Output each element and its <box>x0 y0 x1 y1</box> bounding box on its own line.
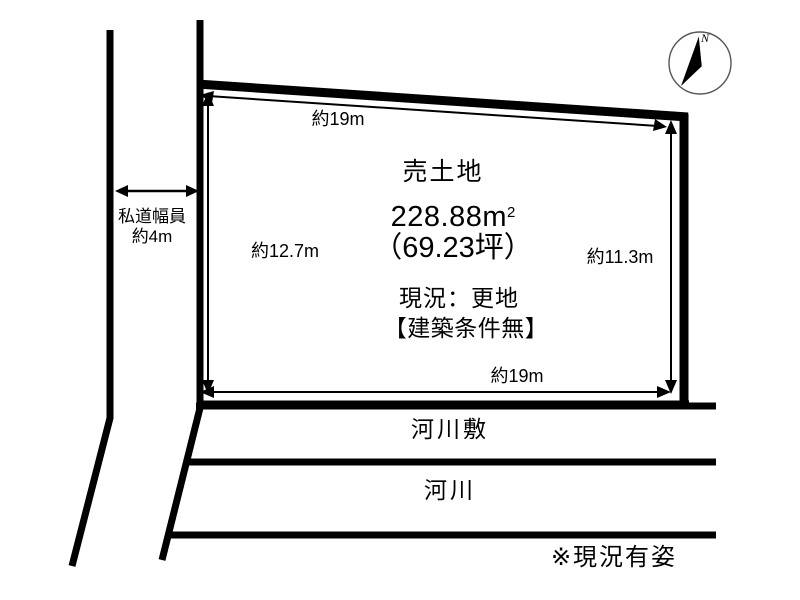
area-sqm-unit-superscript: 2 <box>507 204 516 221</box>
left-dimension-arrow <box>202 92 214 394</box>
parcel-top-boundary <box>196 79 689 122</box>
parcel-condition-label: 現況：更地 <box>399 285 519 311</box>
compass-rose <box>668 31 732 95</box>
bottom-dimension-arrow <box>200 386 671 398</box>
parcel-area-sqm-label: 228.88m2 <box>391 200 516 234</box>
dimension-label-top: 約19m <box>311 109 365 129</box>
road-width-label: 私道幅員 約4m <box>118 207 186 247</box>
compass-needle-north-icon <box>681 36 702 86</box>
river-label: 河川 <box>424 477 476 503</box>
building-condition-label: 【建築条件無】 <box>383 315 549 341</box>
right-dimension-arrow <box>665 120 677 394</box>
parcel-title-label: 売土地 <box>402 158 484 186</box>
road-width-label-line2: 約4m <box>131 227 173 247</box>
road-width-dimension-arrow <box>115 185 199 197</box>
compass-north-letter: N <box>701 31 710 45</box>
road-east-edge <box>158 20 204 561</box>
parcel-area-tsubo-label: （69.23坪） <box>373 232 533 264</box>
as-is-note-label: ※現況有姿 <box>550 544 678 571</box>
dimension-label-bottom: 約19m <box>490 366 544 386</box>
area-sqm-value: 228.88 <box>390 201 483 233</box>
dimension-label-left: 約12.7m <box>250 241 320 261</box>
road-width-label-line1: 私道幅員 <box>118 207 186 226</box>
area-sqm-unit: m <box>482 201 508 233</box>
riverbank-label: 河川敷 <box>411 416 489 442</box>
dimension-label-right: 約11.3m <box>586 247 654 267</box>
road-west-edge <box>68 30 114 567</box>
